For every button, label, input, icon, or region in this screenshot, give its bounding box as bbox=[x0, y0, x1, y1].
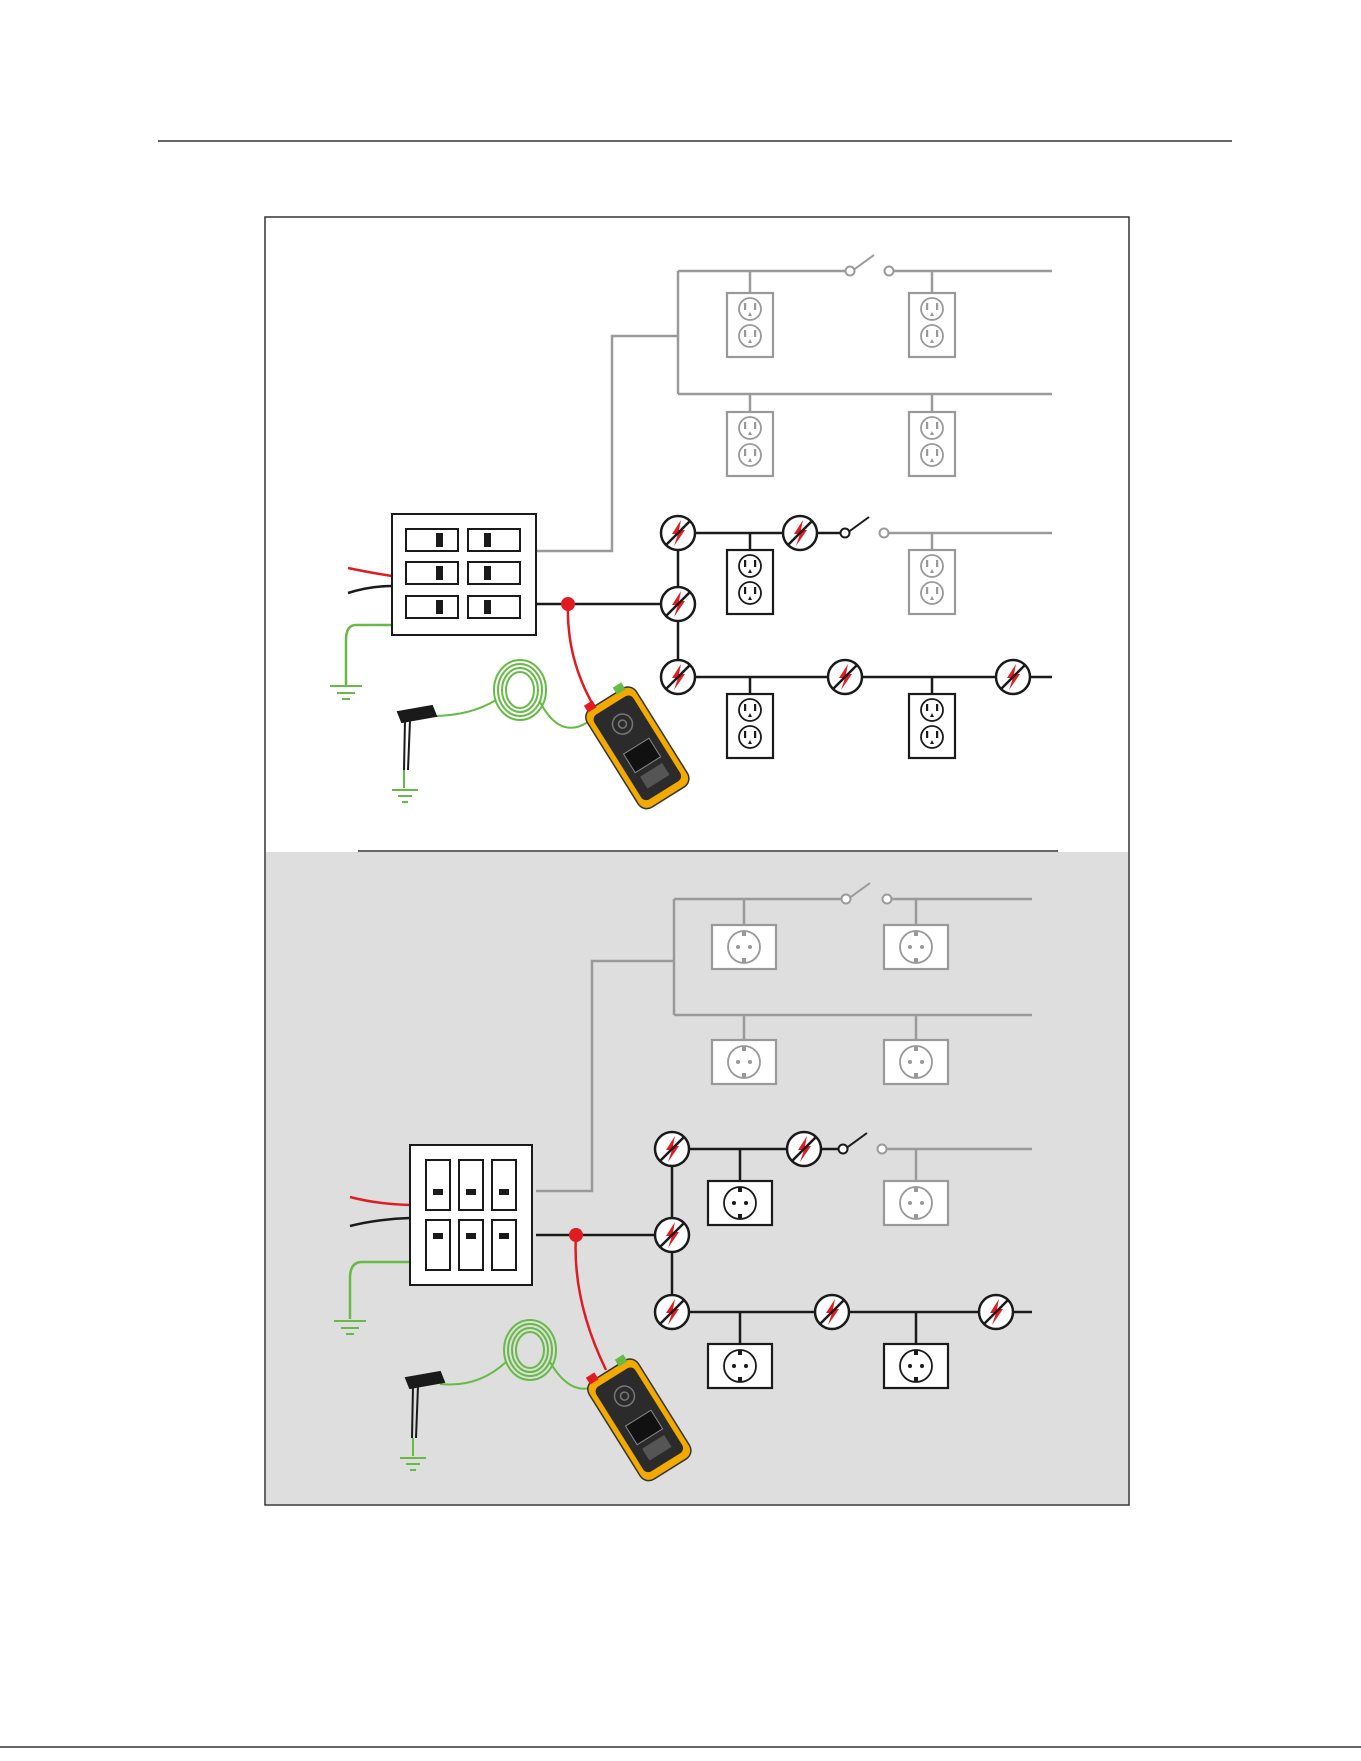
lead-connection-point bbox=[569, 1228, 583, 1242]
schuko-outlet-icon bbox=[884, 925, 948, 969]
breaker-panel-icon bbox=[392, 514, 536, 635]
us-outlet-icon bbox=[909, 293, 955, 357]
schuko-outlet-icon bbox=[712, 1040, 776, 1084]
fault-lightning-icon bbox=[655, 1218, 689, 1252]
us-outlet-icon bbox=[727, 293, 773, 357]
fault-lightning-icon bbox=[661, 516, 695, 550]
fault-lightning-icon bbox=[655, 1295, 689, 1329]
lead-connection-point bbox=[561, 597, 575, 611]
fault-lightning-icon bbox=[996, 660, 1030, 694]
us-outlet-icon bbox=[909, 694, 955, 758]
us-outlet-icon bbox=[909, 412, 955, 476]
fault-lightning-icon bbox=[815, 1295, 849, 1329]
schuko-outlet-icon bbox=[708, 1181, 772, 1225]
schuko-outlet-icon bbox=[884, 1344, 948, 1388]
schuko-outlet-icon bbox=[712, 925, 776, 969]
schuko-outlet-icon bbox=[884, 1181, 948, 1225]
us-outlet-icon bbox=[727, 412, 773, 476]
us-outlet-icon bbox=[727, 550, 773, 614]
eu-panel-background bbox=[266, 852, 1128, 1504]
schuko-outlet-icon bbox=[884, 1040, 948, 1084]
fault-lightning-icon bbox=[828, 660, 862, 694]
fault-lightning-icon bbox=[661, 587, 695, 621]
fault-lightning-icon bbox=[655, 1132, 689, 1166]
us-outlet-icon bbox=[909, 550, 955, 614]
us-outlet-icon bbox=[727, 694, 773, 758]
fault-lightning-icon bbox=[979, 1295, 1013, 1329]
fault-lightning-icon bbox=[787, 1132, 821, 1166]
breaker-panel-icon bbox=[410, 1145, 532, 1285]
schuko-outlet-icon bbox=[708, 1344, 772, 1388]
fault-lightning-icon bbox=[783, 516, 817, 550]
fault-lightning-icon bbox=[661, 660, 695, 694]
